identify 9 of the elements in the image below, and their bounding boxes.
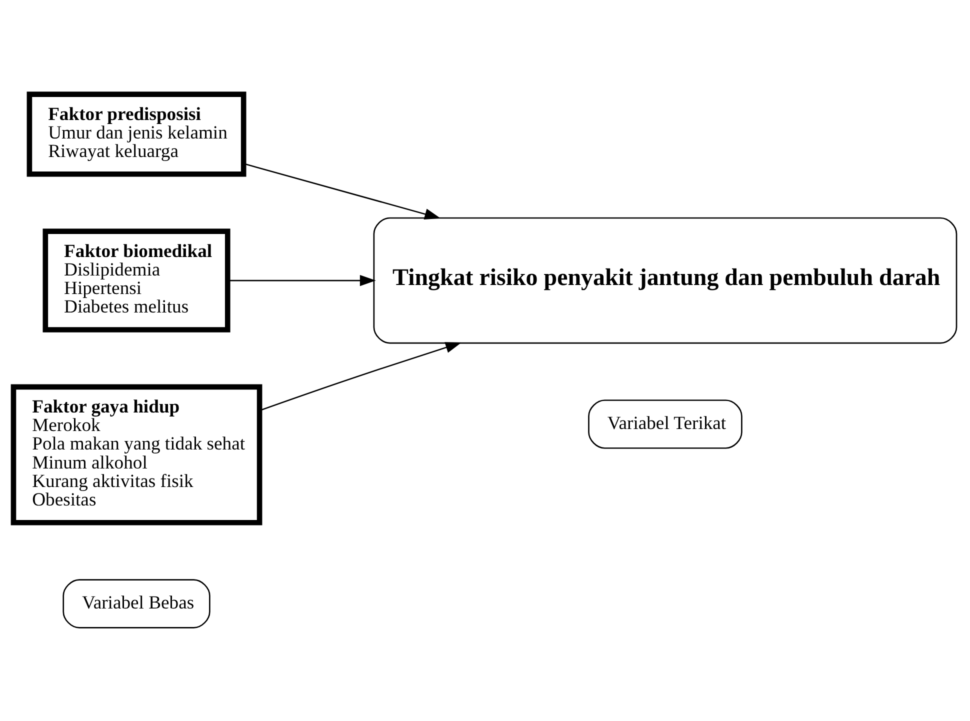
- arrow: [260, 342, 462, 410]
- node-box: Tingkat risiko penyakit jantung dan pembuluh darah: [373, 216, 958, 344]
- node-box: Faktor biomedikal Dislipidemia Hipertensi Diabetes melitus: [42, 228, 230, 332]
- node-box: Faktor predisposisi Umur dan jenis kelamin Riwayat keluarga: [26, 91, 246, 176]
- arrow: [228, 274, 376, 286]
- node-box: Variabel Terikat: [588, 399, 742, 448]
- node-box: Faktor gaya hidup Merokok Pola makan yang tidak sehat Minum alkohol Kurang aktivitas fisik Obesitas: [10, 384, 262, 525]
- arrow: [244, 162, 441, 220]
- node-box: Variabel Bebas: [62, 578, 210, 628]
